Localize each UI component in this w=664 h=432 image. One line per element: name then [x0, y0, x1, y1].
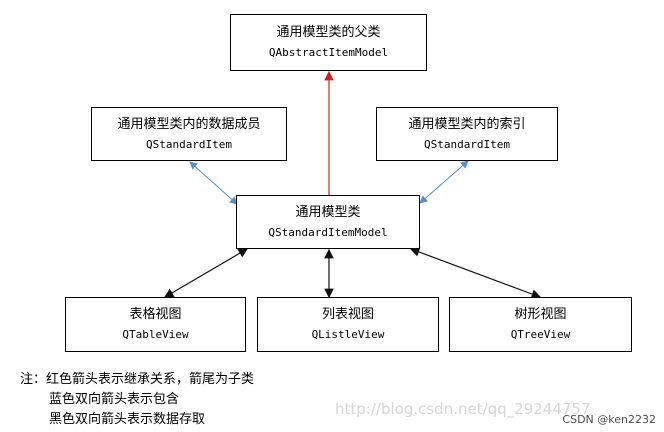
data-arrow-table-view	[163, 248, 249, 298]
node-list-view-code: QListleView	[311, 328, 385, 341]
node-tree-view-title: 树形视图	[514, 307, 567, 322]
node-parent-title: 通用模型类的父类	[276, 25, 381, 40]
node-parent-class: 通用模型类的父类 QAbstractItemModel	[230, 14, 427, 71]
containment-arrow-data-member	[189, 161, 238, 205]
node-standard-item-model: 通用模型类 QStandardItemModel	[236, 195, 420, 249]
containment-arrow-index	[419, 160, 469, 204]
node-tree-view-code: QTreeView	[510, 328, 571, 341]
node-index: 通用模型类内的索引 QStandardItem	[376, 107, 558, 161]
node-data-member-code: QStandardItem	[145, 137, 233, 151]
node-table-view: 表格视图 QTableView	[65, 297, 246, 352]
watermark-credit: CSDN @ken2232	[562, 413, 656, 426]
data-arrow-tree-view	[409, 247, 542, 299]
node-table-view-code: QTableView	[122, 328, 189, 341]
node-model-title: 通用模型类	[295, 204, 361, 220]
node-table-view-title: 表格视图	[129, 307, 182, 322]
node-tree-view: 树形视图 QTreeView	[449, 297, 632, 352]
legend-notes: 注：红色箭头表示继承关系，箭尾为子类 蓝色双向箭头表示包含 黑色双向箭头表示数据…	[20, 370, 254, 430]
watermark-url: http://blog.csdn.net/qq_29244757	[335, 400, 591, 418]
node-data-member-title: 通用模型类内的数据成员	[117, 116, 261, 132]
node-list-view-title: 列表视图	[321, 307, 374, 322]
node-parent-code: QAbstractItemModel	[268, 46, 389, 59]
note-inheritance: 注：红色箭头表示继承关系，箭尾为子类	[20, 372, 255, 387]
node-model-code: QStandardItemModel	[268, 225, 388, 239]
node-data-member: 通用模型类内的数据成员 QStandardItem	[91, 107, 287, 161]
node-index-title: 通用模型类内的索引	[408, 116, 526, 132]
note-data-access: 黑色双向箭头表示数据存取	[49, 412, 206, 427]
note-containment: 蓝色双向箭头表示包含	[49, 392, 180, 407]
node-index-code: QStandardItem	[423, 137, 511, 151]
node-list-view: 列表视图 QListleView	[257, 297, 439, 352]
